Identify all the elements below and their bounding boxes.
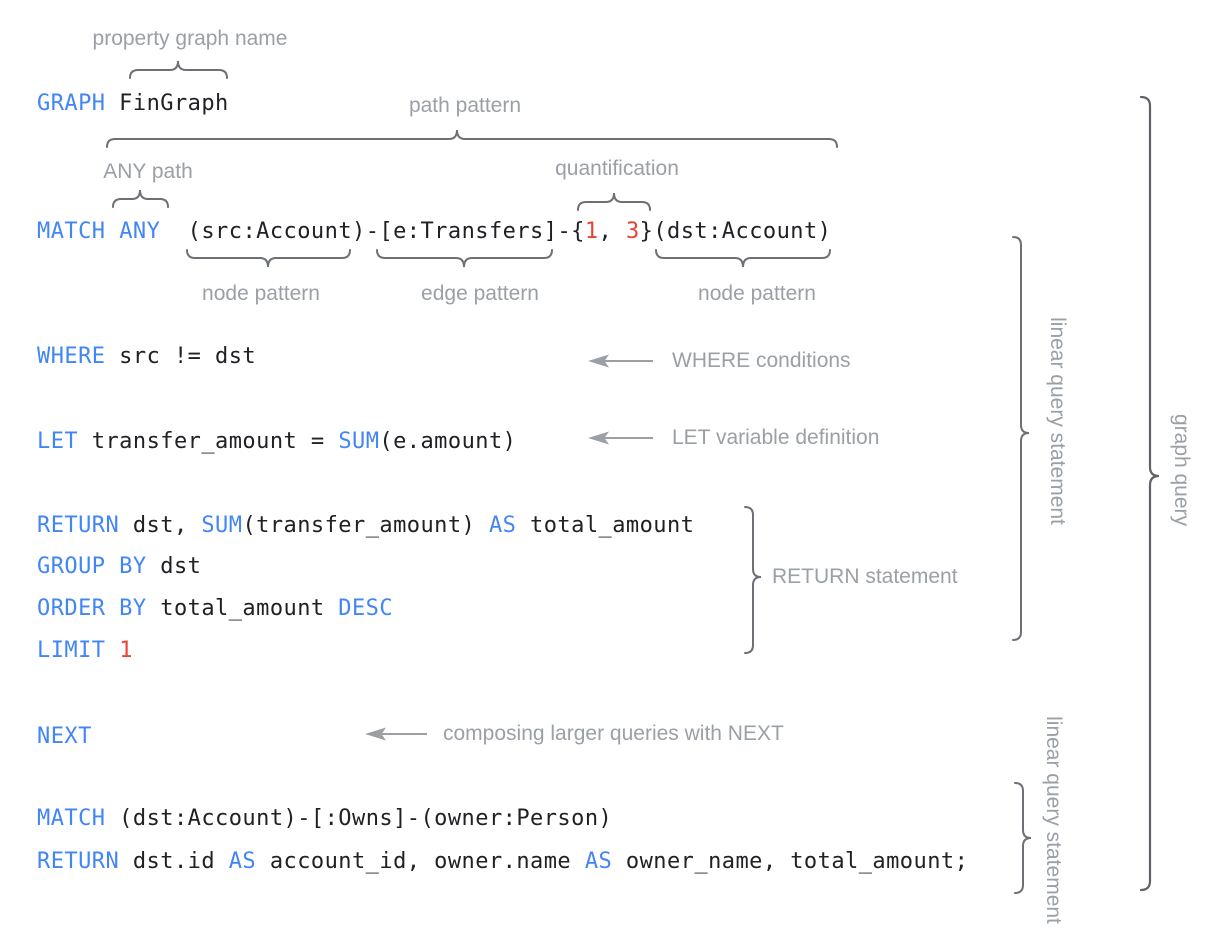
code-line-return-final: RETURN dst.id AS account_id, owner.name … <box>37 849 968 875</box>
label-any-path: ANY path <box>103 160 193 183</box>
code-token: , <box>598 219 626 244</box>
keyword-token: DESC <box>338 596 394 621</box>
code-line-order-by: ORDER BY total_amount DESC <box>37 596 393 622</box>
keyword-token: ANY <box>119 219 161 244</box>
keyword-token: AS <box>228 849 257 874</box>
brace-quantification <box>577 192 651 211</box>
label-property-graph-name: property graph name <box>92 27 288 50</box>
code-token: FinGraph <box>105 91 229 116</box>
keyword-token: SUM <box>201 513 243 538</box>
code-token: dst, <box>119 513 202 538</box>
brace-property-graph-name <box>129 60 228 79</box>
keyword-token: MATCH <box>37 219 106 244</box>
keyword-token: MATCH <box>37 806 106 831</box>
code-line-match-owns: MATCH (dst:Account)-[:Owns]-(owner:Perso… <box>37 806 612 832</box>
code-token: (dst:Account)-[:Owns]-(owner:Person) <box>105 806 613 831</box>
brace-return-statement <box>744 506 762 654</box>
code-token: account_id, owner.name <box>256 849 585 874</box>
arrow-let-variable-definition <box>588 431 653 445</box>
code-token: }(dst:Account) <box>639 219 832 244</box>
label-quantification: quantification <box>555 157 679 180</box>
number-token: 1 <box>584 219 599 244</box>
brace-node-pattern-left <box>186 249 351 268</box>
label-graph-query: graph query <box>1170 413 1193 527</box>
code-token: dst.id <box>119 849 229 874</box>
keyword-token: GROUP BY <box>37 554 147 579</box>
label-linear-query-statement-top: linear query statement <box>1046 317 1069 525</box>
keyword-token: RETURN <box>37 849 120 874</box>
brace-node-pattern-right <box>655 249 831 268</box>
keyword-token: GRAPH <box>37 91 106 116</box>
code-token: total_amount <box>516 513 695 538</box>
label-edge-pattern: edge pattern <box>421 282 539 305</box>
label-node-pattern-right: node pattern <box>698 282 816 305</box>
arrow-composing-next <box>365 727 427 741</box>
code-token: (transfer_amount) <box>242 513 489 538</box>
keyword-token: LET <box>37 429 79 454</box>
code-token: owner_name, total_amount; <box>612 849 969 874</box>
code-token: (e.amount) <box>379 429 517 454</box>
label-node-pattern-left: node pattern <box>202 282 320 305</box>
keyword-token: SUM <box>338 429 380 454</box>
keyword-token: WHERE <box>37 344 106 369</box>
code-line-next: NEXT <box>37 724 92 750</box>
code-line-graph: GRAPH FinGraph <box>37 91 229 117</box>
keyword-token: AS <box>584 849 613 874</box>
keyword-token: LIMIT <box>37 638 106 663</box>
keyword-token: AS <box>488 513 517 538</box>
code-token: transfer_amount = <box>78 429 339 454</box>
brace-any-path <box>112 189 169 208</box>
brace-linear-query-statement-bottom <box>1014 782 1032 894</box>
code-token <box>105 219 119 244</box>
code-line-group-by: GROUP BY dst <box>37 554 201 580</box>
code-token <box>105 638 119 663</box>
label-path-pattern: path pattern <box>408 94 522 117</box>
code-line-let: LET transfer_amount = SUM(e.amount) <box>37 429 516 455</box>
keyword-token: NEXT <box>37 724 92 749</box>
code-line-where: WHERE src != dst <box>37 344 256 370</box>
number-token: 3 <box>625 219 640 244</box>
keyword-token: ORDER BY <box>37 596 147 621</box>
label-where-conditions: WHERE conditions <box>672 349 851 372</box>
code-token: dst <box>146 554 202 579</box>
code-line-return-agg: RETURN dst, SUM(transfer_amount) AS tota… <box>37 513 694 539</box>
label-let-variable-definition: LET variable definition <box>672 426 880 449</box>
code-line-match-any: MATCH ANY (src:Account)-[e:Transfers]-{1… <box>37 219 831 245</box>
bracket-graph-query <box>1139 95 1160 892</box>
label-composing-next: composing larger queries with NEXT <box>443 722 784 745</box>
code-token: src != dst <box>105 344 257 369</box>
code-line-limit: LIMIT 1 <box>37 638 133 664</box>
code-token: total_amount <box>146 596 339 621</box>
brace-path-pattern <box>106 129 838 148</box>
keyword-token: RETURN <box>37 513 120 538</box>
label-return-statement: RETURN statement <box>772 565 958 588</box>
brace-edge-pattern <box>376 249 553 268</box>
code-token: (src:Account)-[e:Transfers]-{ <box>160 219 585 244</box>
arrow-where-conditions <box>588 354 653 368</box>
number-token: 1 <box>119 638 133 663</box>
brace-linear-query-statement-top <box>1012 236 1030 641</box>
label-linear-query-statement-bottom: linear query statement <box>1042 716 1065 924</box>
